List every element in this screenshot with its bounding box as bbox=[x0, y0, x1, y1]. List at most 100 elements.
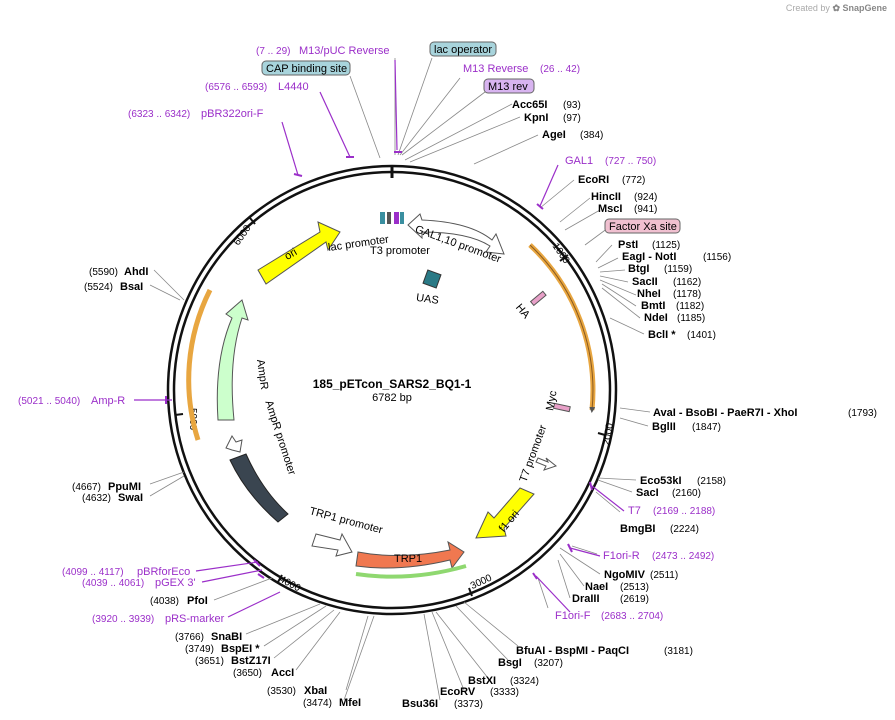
enzyme-avai-xhoi: AvaI - BsoBI - PaeR7I - XhoI bbox=[653, 407, 797, 419]
enzyme-bsu36i: Bsu36I bbox=[402, 698, 438, 710]
enzyme-ecori: EcoRI bbox=[578, 174, 609, 186]
primer-range-l4440: (6576 .. 6593) bbox=[205, 82, 267, 93]
enzyme-agei: AgeI bbox=[542, 129, 566, 141]
enzyme-btgi: BtgI bbox=[628, 263, 649, 275]
trp1-arrow bbox=[355, 540, 465, 570]
tick-label-4000: 4000 bbox=[277, 574, 302, 594]
ampr-arrow bbox=[216, 299, 249, 421]
feature-trp1-promoter: TRP1 promoter bbox=[308, 505, 384, 536]
enzyme-pos-xbai: (3530) bbox=[267, 686, 296, 697]
enzyme-bstxi: BstXI bbox=[468, 675, 496, 687]
primer-range-t7: (2169 .. 2188) bbox=[653, 506, 715, 517]
enzyme-bmgbi: BmgBI bbox=[620, 523, 655, 535]
enzyme-ecorv: EcoRV bbox=[440, 686, 476, 698]
boxed-labels: lac operator CAP binding site M13 rev Fa… bbox=[261, 41, 681, 234]
enzyme-bcli: BclI * bbox=[648, 329, 676, 341]
enzyme-pos-psti: (1125) bbox=[652, 240, 680, 251]
enzyme-pos-swai: (4632) bbox=[82, 493, 111, 504]
feature-ampr-promoter: AmpR promoter bbox=[262, 399, 298, 477]
trp1-band bbox=[355, 564, 467, 579]
enzyme-pos-saci: (2160) bbox=[672, 488, 701, 499]
enzyme-pos-draiii: (2619) bbox=[620, 594, 649, 605]
enzyme-bfuai-paqci: BfuAI - BspMI - PaqCI bbox=[516, 645, 629, 657]
enzyme-ppumi: PpuMI bbox=[108, 481, 141, 493]
primer-range-pbrforeco: (4099 .. 4117) bbox=[62, 567, 124, 578]
enzyme-pos-bcli: (1401) bbox=[687, 330, 716, 341]
enzyme-labels-right: Acc65I (93) KpnI (97) AgeI (384) EcoRI (… bbox=[402, 99, 877, 710]
label-lac-operator: lac operator bbox=[434, 44, 492, 56]
enzyme-msci: MscI bbox=[598, 203, 622, 215]
enzyme-pos-ndei: (1185) bbox=[677, 313, 705, 324]
primer-m13-puc-reverse: M13/pUC Reverse bbox=[299, 45, 389, 57]
enzyme-pos-bmgbi: (2224) bbox=[670, 524, 699, 535]
primer-m13-reverse: M13 Reverse bbox=[463, 63, 528, 75]
primer-t7: T7 bbox=[628, 505, 641, 517]
enzyme-pos-bspei: (3749) bbox=[185, 644, 214, 655]
enzyme-acc65i: Acc65I bbox=[512, 99, 547, 111]
enzyme-eagi-noti: EagI - NotI bbox=[622, 251, 676, 263]
t7-promoter-arrow bbox=[535, 457, 558, 471]
feature-ampr: AmpR bbox=[254, 359, 270, 391]
enzyme-pos-sacii: (1162) bbox=[673, 277, 701, 288]
primer-range-f1ori-r: (2473 .. 2492) bbox=[652, 551, 714, 562]
enzyme-pos-nhei: (1178) bbox=[673, 289, 701, 300]
primer-pbr322ori-f: pBR322ori-F bbox=[201, 108, 264, 120]
enzyme-ndei: NdeI bbox=[644, 312, 668, 324]
enzyme-pos-naei: (2513) bbox=[620, 582, 649, 593]
enzyme-saci: SacI bbox=[636, 487, 659, 499]
enzyme-pos-bstxi: (3324) bbox=[510, 676, 539, 687]
snapgene-brand: ✿ SnapGene bbox=[832, 3, 887, 13]
enzyme-pos-acci: (3650) bbox=[233, 668, 262, 679]
trp1-promoter-arrow bbox=[311, 532, 353, 557]
enzyme-swai: SwaI bbox=[118, 492, 143, 504]
lac-operator-mark bbox=[380, 212, 385, 224]
plasmid-name: 185_pETcon_SARS2_BQ1-1 bbox=[313, 377, 472, 391]
enzyme-pos-ngomiv: (2511) bbox=[650, 570, 678, 581]
enzyme-pos-ppumi: (4667) bbox=[72, 482, 101, 493]
enzyme-bsai: BsaI bbox=[120, 281, 143, 293]
feature-uas: UAS bbox=[415, 292, 439, 307]
primer-range-prs-marker: (3920 .. 3939) bbox=[92, 614, 154, 625]
primer-range-amp-r: (5021 .. 5040) bbox=[18, 396, 80, 407]
enzyme-bmti: BmtI bbox=[641, 300, 665, 312]
enzyme-psti: PstI bbox=[618, 239, 638, 251]
primer-range-m13-reverse: (26 .. 42) bbox=[540, 64, 580, 75]
myc-mark bbox=[552, 402, 571, 413]
feature-ha: HA bbox=[513, 302, 532, 322]
enzyme-pos-bsai: (5524) bbox=[84, 282, 113, 293]
ori-arrow bbox=[257, 221, 341, 285]
enzyme-bstz17i: BstZ17I bbox=[231, 655, 271, 667]
leader-lines bbox=[149, 57, 651, 701]
feature-t3-promoter: T3 promoter bbox=[370, 245, 430, 257]
primer-range-gal1: (727 .. 750) bbox=[605, 156, 656, 167]
primer-gal1: GAL1 bbox=[565, 155, 593, 167]
enzyme-pos-ecorv: (3333) bbox=[490, 687, 519, 698]
cap-site-mark bbox=[387, 212, 391, 224]
primer-range-pgex3: (4039 .. 4061) bbox=[82, 578, 144, 589]
enzyme-kpni: KpnI bbox=[524, 112, 548, 124]
tick-label-2000: 2000 bbox=[601, 422, 616, 446]
primer-range-f1ori-f: (2683 .. 2704) bbox=[601, 611, 663, 622]
cen-ars-block bbox=[229, 453, 289, 523]
primer-f1ori-f: F1ori-F bbox=[555, 610, 591, 622]
credit-brand: SnapGene bbox=[842, 3, 887, 13]
enzyme-eco53ki: Eco53kI bbox=[640, 475, 682, 487]
enzyme-pos-ecori: (772) bbox=[622, 175, 645, 186]
enzyme-ahdi: AhdI bbox=[124, 266, 148, 278]
enzyme-ngomiv: NgoMIV bbox=[604, 569, 646, 581]
feature-ori: ori bbox=[283, 246, 300, 263]
label-factor-xa-site: Factor Xa site bbox=[609, 221, 677, 233]
primer-prs-marker: pRS-marker bbox=[165, 613, 225, 625]
primer-amp-r: Amp-R bbox=[91, 395, 125, 407]
enzyme-pos-snabi: (3766) bbox=[175, 632, 204, 643]
enzyme-pos-agei: (384) bbox=[580, 130, 603, 141]
enzyme-pos-bfuai-paqci: (3181) bbox=[664, 646, 693, 657]
enzyme-pos-ahdi: (5590) bbox=[89, 267, 118, 278]
ampr-promoter-arrow bbox=[225, 435, 243, 453]
t3-mark bbox=[400, 212, 404, 224]
credit-prefix: Created by bbox=[785, 3, 830, 13]
feature-t7-promoter: T7 promoter bbox=[518, 423, 550, 484]
gal1-band-arrow bbox=[529, 244, 596, 413]
plasmid-length: 6782 bp bbox=[372, 392, 412, 404]
